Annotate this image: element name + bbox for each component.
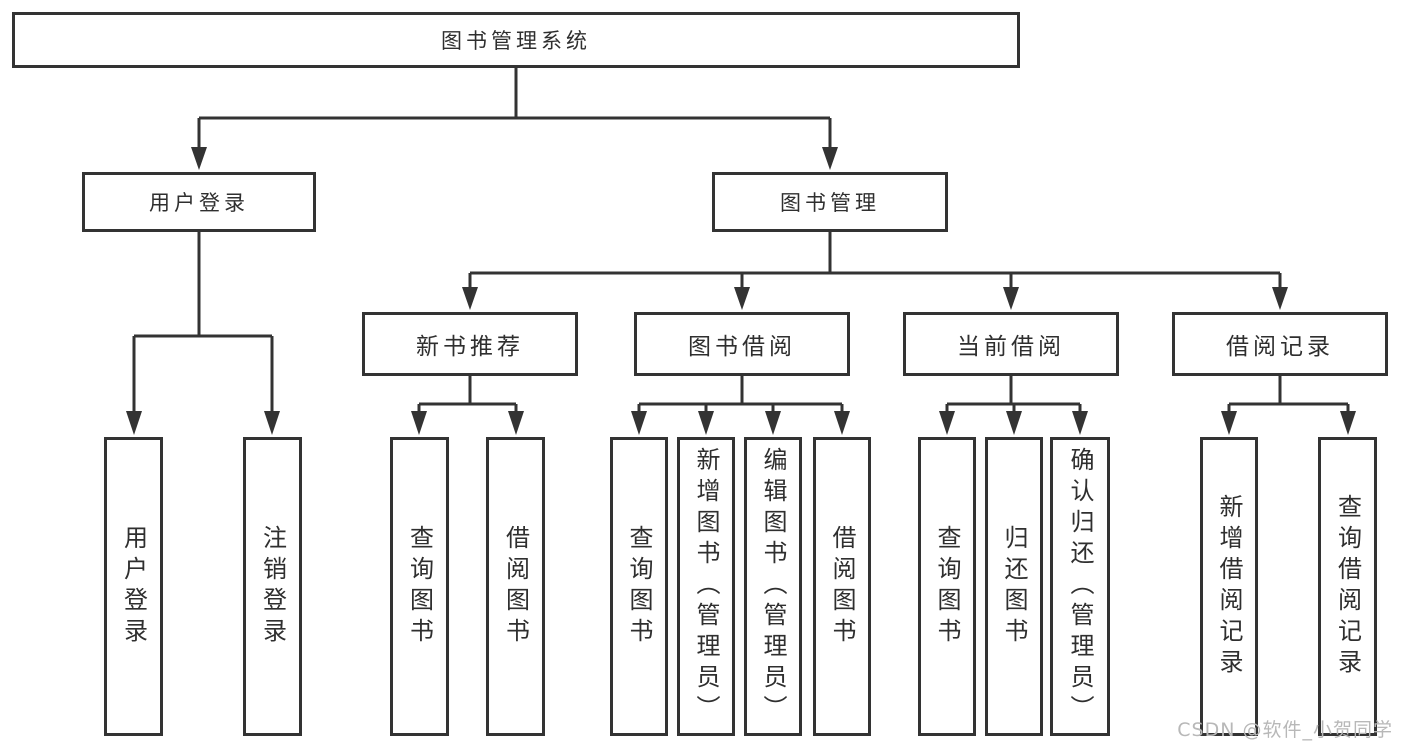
node-label: 新增借阅记录 [1215, 493, 1243, 680]
csdn-watermark: CSDN @软件_小贺同学 [1177, 719, 1393, 741]
node-label: 查询借阅记录 [1333, 493, 1362, 680]
leaf-return-book: 归还图书 [985, 437, 1043, 736]
node-label: 图书借阅 [688, 334, 796, 360]
leaf-edit-book-admin: 编辑图书（管理员） [744, 437, 802, 736]
node-label: 新增图书（管理员） [692, 447, 720, 726]
connector-borrow-record-children [1221, 375, 1356, 435]
leaf-add-borrow-record: 新增借阅记录 [1200, 437, 1258, 736]
node-label: 用户登录 [149, 191, 249, 215]
node-label: 用户登录 [119, 524, 148, 649]
leaf-add-book-admin: 新增图书（管理员） [677, 437, 735, 736]
connector-book-borrow-children [631, 375, 850, 435]
node-root-system: 图书管理系统 [12, 12, 1020, 68]
node-user-login: 用户登录 [82, 172, 316, 232]
connector-root-to-level2 [191, 68, 838, 170]
node-label: 新书推荐 [416, 334, 524, 360]
leaf-logout: 注销登录 [243, 437, 302, 736]
node-label: 当前借阅 [957, 334, 1065, 360]
node-current-borrow: 当前借阅 [903, 312, 1119, 376]
node-label: 注销登录 [258, 524, 287, 649]
node-label: 确认归还（管理员） [1066, 447, 1094, 726]
connector-new-book-rec-children [411, 375, 524, 435]
leaf-user-login: 用户登录 [104, 437, 163, 736]
node-label: 查询图书 [405, 524, 434, 649]
node-label: 归还图书 [1000, 524, 1028, 649]
leaf-borrow-book: 借阅图书 [813, 437, 871, 736]
node-label: 查询图书 [625, 524, 653, 649]
leaf-confirm-return-admin: 确认归还（管理员） [1050, 437, 1110, 736]
leaf-current-query-book: 查询图书 [918, 437, 976, 736]
node-borrow-record: 借阅记录 [1172, 312, 1388, 376]
connector-user-login-children [126, 232, 280, 435]
leaf-recommend-borrow-book: 借阅图书 [486, 437, 545, 736]
node-new-book-recommend: 新书推荐 [362, 312, 578, 376]
node-label: 图书管理 [780, 191, 880, 215]
node-label: 借阅图书 [501, 524, 530, 649]
leaf-recommend-query-book: 查询图书 [390, 437, 449, 736]
node-label: 借阅图书 [828, 524, 856, 649]
node-label: 借阅记录 [1226, 334, 1334, 360]
connector-book-management-children [462, 232, 1288, 310]
node-label: 图书管理系统 [441, 29, 591, 53]
node-label: 查询图书 [933, 524, 961, 649]
connector-current-borrow-children [939, 375, 1088, 435]
leaf-query-borrow-record: 查询借阅记录 [1318, 437, 1377, 736]
node-book-borrow: 图书借阅 [634, 312, 850, 376]
node-book-management: 图书管理 [712, 172, 948, 232]
leaf-borrow-query-book: 查询图书 [610, 437, 668, 736]
node-label: 编辑图书（管理员） [759, 447, 787, 726]
